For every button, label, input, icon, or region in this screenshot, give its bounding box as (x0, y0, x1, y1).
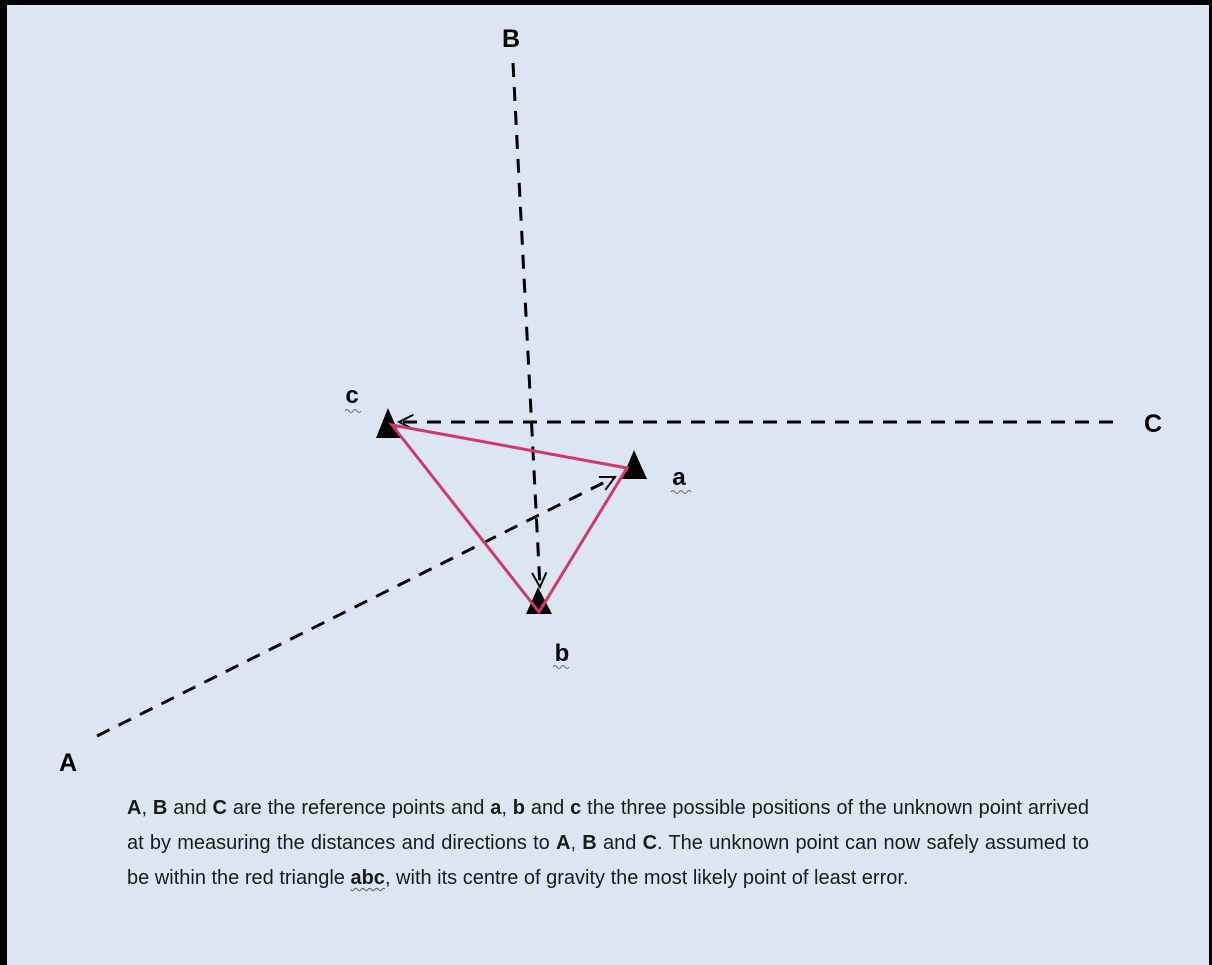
caption-ref-a: A (127, 797, 142, 819)
caption-ref-c: C (212, 797, 227, 819)
caption-text-segment: , with its centre of gravity the most li… (384, 867, 909, 889)
caption-triangle-abc: abc (350, 867, 385, 889)
marker-a (622, 450, 647, 479)
caption-ref-b: B (582, 832, 597, 854)
label-reference-b: B (502, 25, 520, 53)
caption-ref-a: A (556, 832, 571, 854)
triangulation-diagram: B C A c a b (59, 25, 1162, 777)
sight-line-b (511, 62, 540, 587)
caption-ref-c: C (642, 832, 658, 854)
caption-pos-c: c (570, 797, 582, 819)
caption-pos-b: b (512, 797, 526, 819)
caption-text: A, B and C are the reference points and … (127, 791, 1089, 896)
error-triangle-abc (388, 422, 630, 615)
caption-text-segment: are the reference points and (226, 797, 491, 819)
caption-text-segment: and (167, 797, 213, 819)
label-position-a: a (672, 464, 686, 491)
caption-text-segment: and (525, 797, 571, 819)
label-position-b: b (555, 640, 570, 667)
caption-text-segment: , (570, 832, 583, 854)
sight-line-a (96, 475, 615, 738)
marker-b (526, 587, 552, 614)
label-reference-c: C (1144, 410, 1162, 438)
label-reference-a: A (59, 749, 77, 777)
squiggle-c (344, 409, 362, 413)
caption-ref-b: B (152, 797, 168, 819)
caption-text-segment: , (141, 797, 153, 819)
caption-text-segment: and (596, 832, 643, 854)
caption-pos-a: a (490, 797, 502, 819)
caption-text-segment: , (501, 797, 513, 819)
squiggle-a (670, 490, 692, 494)
caption-text-segment: the three possible positions of the unkn… (127, 797, 1089, 854)
caption-text-segment: . The unknown point can now safely assum… (127, 832, 1089, 889)
label-position-c: c (345, 382, 358, 409)
squiggle-b (552, 665, 570, 669)
